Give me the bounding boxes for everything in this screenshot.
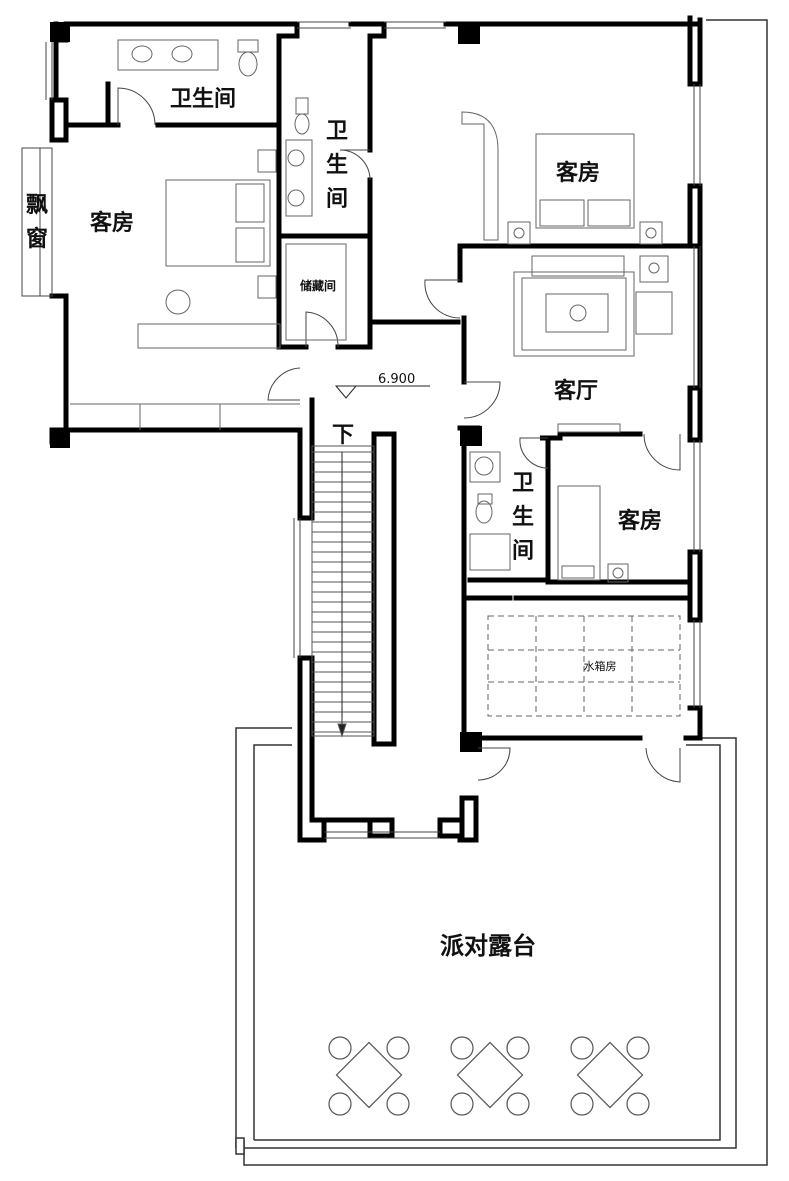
label-living-room: 客厅 (554, 378, 598, 404)
label-stair-direction: 下 (332, 423, 354, 448)
label-bathroom-center-top-2: 生 (326, 153, 348, 178)
terrace-outline (235, 19, 768, 1166)
label-party-terrace: 派对露台 (440, 932, 536, 960)
label-water-tank-room: 水箱房 (584, 659, 617, 673)
room-labels: 卫生间 卫 生 间 客房 飘 窗 储藏间 客房 客厅 卫 生 间 客房 水箱房 … (26, 87, 662, 960)
corner-columns (50, 22, 482, 752)
windows (21, 21, 701, 839)
label-bathroom-center-1: 卫 (512, 471, 534, 496)
elevation-marker: 6.900 (334, 372, 430, 399)
label-bathroom-center-3: 间 (512, 539, 534, 564)
label-bathroom-center-top-1: 卫 (326, 119, 348, 144)
label-guest-room-top-right: 客房 (556, 160, 600, 186)
doors (117, 87, 681, 783)
walls (49, 15, 703, 843)
elevation-text: 6.900 (378, 372, 415, 387)
furniture (70, 39, 681, 717)
label-bay-window-2: 窗 (26, 226, 48, 252)
label-bathroom-center-2: 生 (512, 505, 534, 530)
terrace-table-3 (570, 1036, 650, 1116)
label-bay-window-1: 飘 (26, 193, 48, 218)
terrace-table-1 (328, 1036, 410, 1116)
label-storage: 储藏间 (300, 278, 336, 293)
terrace-table-2 (450, 1036, 530, 1116)
label-bathroom-center-top-3: 间 (326, 187, 348, 212)
staircase (311, 445, 375, 738)
label-guest-room-small: 客房 (618, 508, 662, 534)
label-guest-room-left: 客房 (90, 210, 134, 236)
label-bathroom-top-left: 卫生间 (170, 87, 236, 112)
